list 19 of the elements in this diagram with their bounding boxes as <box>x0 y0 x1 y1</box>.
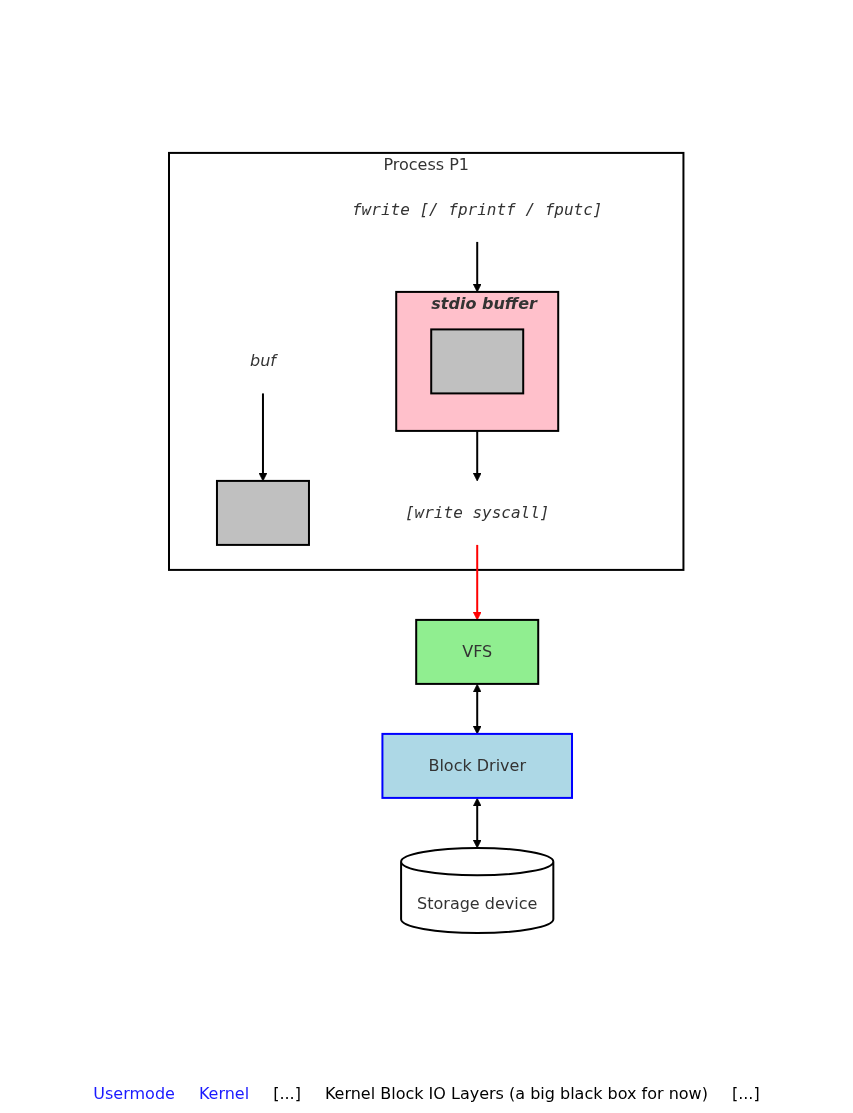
note-text: Kernel Block IO Layers (a big black box for now) <box>324 1084 708 1103</box>
note-text: Kernel <box>198 1084 250 1103</box>
node-text: [write syscall] <box>405 502 550 522</box>
note-text: [...] <box>273 1084 301 1103</box>
node-box <box>430 328 525 395</box>
node-text: buf <box>250 351 277 371</box>
note-text: [...] <box>731 1084 760 1103</box>
node-box <box>216 479 311 546</box>
note-text: Usermode <box>93 1084 175 1103</box>
arrow <box>473 240 482 293</box>
node-box: Block Driver <box>381 732 574 799</box>
arrow <box>473 797 482 849</box>
arrow <box>473 429 482 482</box>
node-text: fwrite [/ fprintf / fputc] <box>352 199 603 219</box>
arrow <box>473 543 482 621</box>
cluster: stdio buffer <box>395 290 560 432</box>
arrow <box>258 392 268 482</box>
node-box: VFS <box>415 618 540 685</box>
arrow <box>473 683 482 735</box>
